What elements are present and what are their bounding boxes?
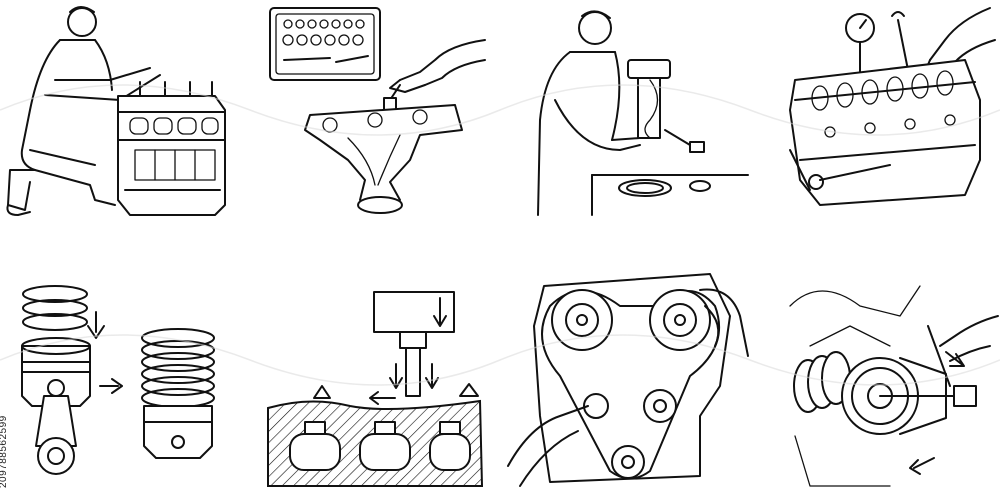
timing-belt-illustration bbox=[507, 273, 749, 487]
piston-rings-illustration bbox=[21, 285, 215, 475]
fuel-pump-illustration bbox=[537, 10, 749, 216]
panel-mechanic-engine-block bbox=[0, 0, 250, 246]
panel-cylinder-head-milling bbox=[250, 246, 500, 492]
panel-mechanic-fuel-pump bbox=[500, 0, 750, 246]
panel-crankshaft-puller bbox=[750, 246, 1000, 492]
milling-illustration bbox=[267, 291, 484, 487]
mechanic-engine-illustration bbox=[6, 6, 226, 216]
panel-cylinder-head-camshaft bbox=[750, 0, 1000, 246]
panel-piston-rings bbox=[0, 246, 250, 492]
socket-manifold-illustration bbox=[269, 7, 486, 214]
panel-socket-set-manifold bbox=[250, 0, 500, 246]
stock-id-label: 209788562599 bbox=[0, 415, 9, 488]
camshaft-illustration bbox=[789, 7, 996, 206]
panel-timing-belt bbox=[500, 246, 750, 492]
pulley-puller-illustration bbox=[789, 285, 999, 487]
